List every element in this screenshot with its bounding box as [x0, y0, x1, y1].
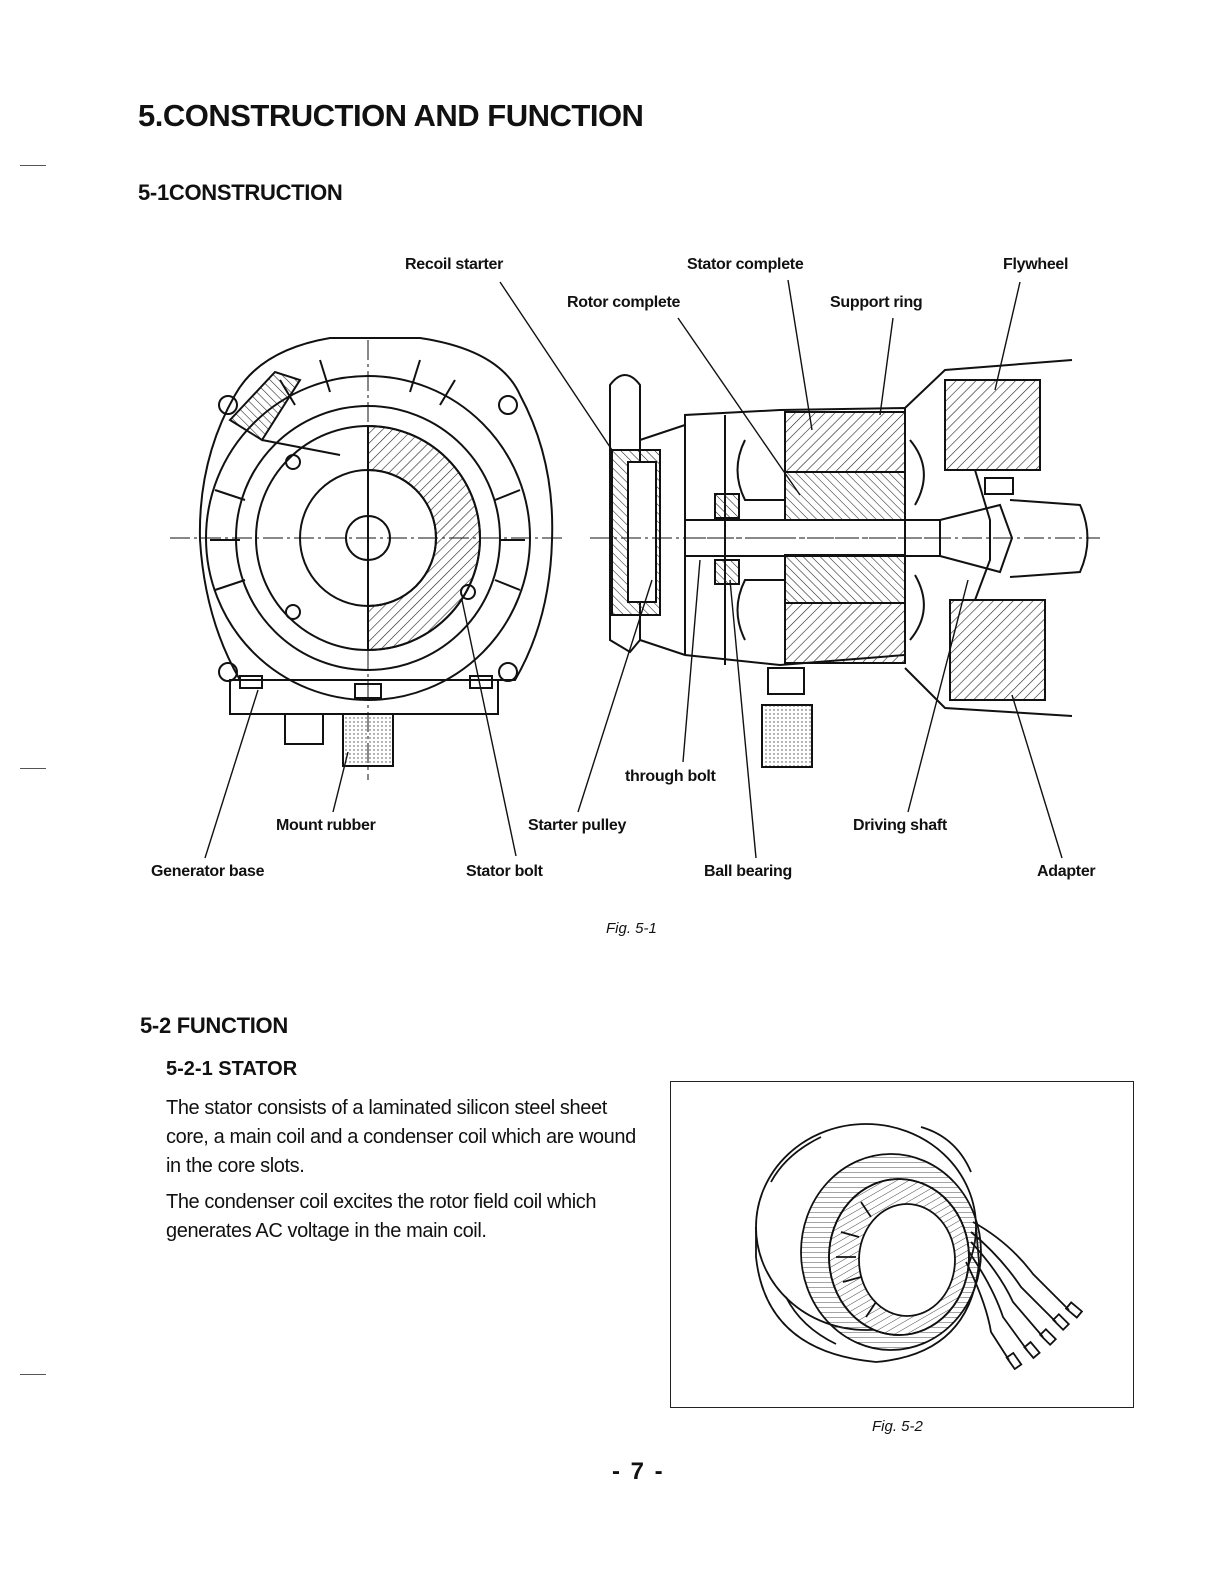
label-mount-rubber: Mount rubber	[276, 817, 376, 834]
label-flywheel: Flywheel	[1003, 256, 1069, 273]
figure-caption-5-2: Fig. 5-2	[872, 1418, 923, 1435]
end-view-drawing	[170, 337, 565, 780]
section-heading-construction: 5-1CONSTRUCTION	[138, 180, 343, 205]
section-heading-function: 5-2 FUNCTION	[140, 1013, 288, 1038]
label-adapter: Adapter	[1037, 863, 1096, 880]
label-starter-pulley: Starter pulley	[528, 817, 627, 834]
label-driving-shaft: Driving shaft	[853, 817, 947, 834]
label-generator-base: Generator base	[151, 863, 265, 880]
label-rotor-complete: Rotor complete	[567, 294, 681, 311]
label-stator-bolt: Stator bolt	[466, 863, 543, 880]
subsection-heading-stator: 5-2-1 STATOR	[166, 1058, 298, 1080]
side-section-drawing	[590, 359, 1100, 768]
stator-illustration	[755, 1123, 1084, 1371]
stator-description: The stator consists of a laminated silic…	[166, 1094, 636, 1253]
label-recoil-starter: Recoil starter	[405, 256, 504, 273]
label-ball-bearing: Ball bearing	[704, 863, 792, 880]
margin-mark	[20, 1374, 46, 1375]
margin-mark	[20, 768, 46, 769]
label-support-ring: Support ring	[830, 294, 923, 311]
stator-paragraph-2: The condenser coil excites the rotor fie…	[166, 1191, 597, 1242]
label-stator-complete: Stator complete	[687, 256, 804, 273]
page-title: 5.CONSTRUCTION AND FUNCTION	[138, 98, 644, 133]
label-through-bolt: through bolt	[625, 768, 716, 785]
margin-mark	[20, 165, 46, 166]
leader-lines	[204, 279, 1063, 859]
stator-paragraph-1: The stator consists of a laminated silic…	[166, 1097, 636, 1177]
figure-5-2-frame	[670, 1081, 1134, 1408]
figure-caption-5-1: Fig. 5-1	[606, 920, 657, 937]
page-number: - 7 -	[612, 1458, 665, 1485]
generator-construction-diagram	[170, 279, 1100, 859]
